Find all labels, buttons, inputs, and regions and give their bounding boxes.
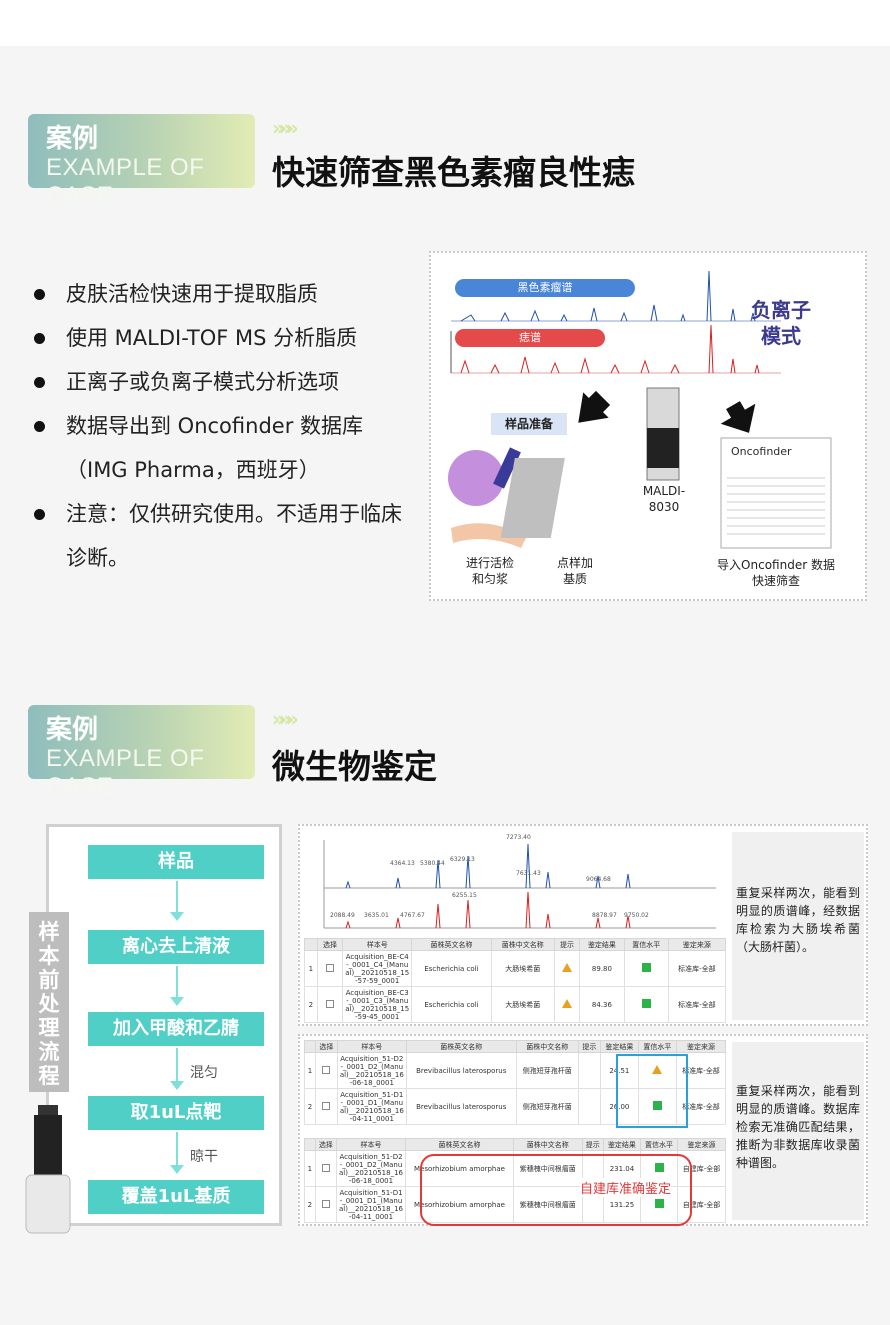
unknown-description: 重复采样两次，能看到明显的质谱峰。数据库检索无准确匹配结果，推断为非数据库收录菌… (732, 1042, 864, 1220)
table-header-row: 选择 样本号 菌株英文名称 菌株中文名称 提示 鉴定结果 置信水平 鉴定来源 (304, 1040, 727, 1053)
confidence-high-icon (654, 1163, 664, 1172)
confidence-high-icon (641, 999, 651, 1008)
confidence-high-icon (641, 963, 651, 972)
maldi-instrument-icon (25, 1105, 71, 1234)
flow-step: 加入甲酸和乙腈 (88, 1012, 264, 1046)
peak-label: 4364.13 (390, 860, 415, 867)
row-checkbox[interactable] (321, 1199, 330, 1208)
bullet-list: 皮肤活检快速用于提取脂质 使用 MALDI-TOF MS 分析脂质 正离子或负离… (34, 272, 414, 580)
row-checkbox[interactable] (322, 1101, 331, 1110)
bullet-icon (34, 377, 45, 388)
bullet-icon (34, 333, 45, 344)
table-header-row: 选择 样本号 菌株英文名称 菌株中文名称 提示 鉴定结果 置信水平 鉴定来源 (304, 1138, 726, 1151)
peak-label: 9750.02 (624, 912, 649, 919)
instrument-label: MALDI- 8030 (642, 484, 686, 514)
confidence-high-icon (654, 1199, 664, 1208)
arrow-down-icon (720, 401, 756, 433)
peak-label: 5380.44 (420, 860, 445, 867)
top-band (0, 0, 890, 46)
arrow-down-icon (170, 1048, 184, 1090)
peak-label: 7273.40 (506, 834, 531, 841)
warning-icon (652, 1065, 663, 1074)
peak-label: 2088.49 (330, 912, 355, 919)
badge-en: EXAMPLE OF CASE (46, 745, 205, 800)
bullet-icon (34, 421, 45, 432)
badge-en: EXAMPLE OF CASE (46, 154, 205, 209)
table-row[interactable]: 1 Acquisition_51-D2-_0001_D2_(Manual)__2… (304, 1052, 727, 1089)
peak-label: 8878.97 (592, 912, 617, 919)
flow-note: 晾干 (190, 1149, 218, 1165)
arrow-down-icon (170, 966, 184, 1006)
ecoli-description: 重复采样两次，能看到明显的质谱峰，经数据库检索为大肠埃希菌（大肠杆菌）。 (732, 832, 864, 1020)
bullet-icon (34, 509, 45, 520)
row-checkbox[interactable] (325, 999, 334, 1008)
bullet-icon (34, 289, 45, 300)
row-checkbox[interactable] (325, 963, 334, 972)
flow-step: 离心去上清液 (88, 930, 264, 964)
peak-label: 7631.43 (516, 870, 541, 877)
section-title-2: 微生物鉴定 (272, 747, 437, 786)
arrow-down-icon (170, 1132, 184, 1174)
case-badge-2: 案例 EXAMPLE OF CASE (28, 705, 255, 800)
negative-ion-mode-label: 负离子 模式 (751, 298, 811, 348)
melanoma-spectrum-label: 黑色素瘤谱 (455, 279, 635, 297)
ecoli-result-panel: 7273.40 6329.13 5380.44 4364.13 7631.43 … (298, 824, 868, 1026)
arrow-down-icon (170, 881, 184, 921)
case-badge-1: 案例 EXAMPLE OF CASE (28, 114, 255, 209)
chevron-arrows-icon: »»» (272, 707, 299, 731)
top-spectrum-trace (451, 270, 781, 322)
list-item: 正离子或负离子模式分析选项 (34, 360, 414, 404)
list-item: 数据导出到 Oncofinder 数据库（IMG Pharma，西班牙） (34, 404, 414, 492)
highlight-box-red (420, 1154, 692, 1226)
peak-label: 9064.68 (586, 876, 611, 883)
step-spotting-label: 点样加 基质 (556, 556, 593, 586)
list-item: 使用 MALDI-TOF MS 分析脂质 (34, 316, 414, 360)
melanoma-workflow-figure: 黑色素瘤谱 痣谱 负离子 模式 样品准备 MALDI- 8030 进行活检 和匀… (429, 251, 867, 601)
peak-label: 6329.13 (450, 856, 475, 863)
badge-cn: 案例 (46, 715, 99, 745)
highlight-box-blue (616, 1054, 688, 1128)
tissue-sample-icon (448, 450, 504, 506)
list-item: 注意：仅供研究使用。不适用于临床诊断。 (34, 492, 414, 580)
row-checkbox[interactable] (322, 1065, 331, 1074)
step-oncofinder-label: 导入Oncofinder 数据 快速筛查 (717, 558, 835, 588)
chevron-arrows-icon: »»» (272, 116, 299, 140)
flow-step: 样品 (88, 845, 264, 879)
warning-icon (562, 999, 573, 1008)
step-biopsy-label: 进行活检 和匀浆 (465, 556, 514, 586)
target-plate-icon (500, 458, 565, 538)
ecoli-spectra-graphic (323, 840, 716, 929)
peak-label: 6255.15 (452, 892, 477, 899)
table-row[interactable]: 2 Acquisition_51-D1-_0001_D1_(Manual)__2… (304, 1088, 727, 1125)
spectra-graphic (448, 270, 832, 549)
flow-note: 混匀 (190, 1065, 218, 1081)
peak-label: 3635.01 (364, 912, 389, 919)
oncofinder-logo-text: Oncofinder (731, 445, 792, 458)
badge-cn: 案例 (46, 124, 99, 154)
table-header-row: 选择 样本号 菌株英文名称 菌株中文名称 提示 鉴定结果 置信水平 鉴定来源 (304, 938, 727, 951)
results-table-2: 选择 样本号 菌株英文名称 菌株中文名称 提示 鉴定结果 置信水平 鉴定来源 1… (304, 1040, 727, 1125)
callout-label: 自建库准确鉴定 (580, 1178, 672, 1197)
table-row[interactable]: 2 Acquisition_BE-C3-_0001_C3_(Manual)__2… (304, 986, 727, 1023)
pretreatment-vertical-label: 样 本 前 处 理 流 程 (29, 912, 69, 1092)
unknown-result-panel: 选择 样本号 菌株英文名称 菌株中文名称 提示 鉴定结果 置信水平 鉴定来源 1… (298, 1034, 868, 1226)
flow-step: 覆盖1uL基质 (88, 1180, 264, 1214)
syringe-icon (493, 447, 521, 489)
oncofinder-screen-icon (720, 437, 832, 549)
oncofinder-table-rows (727, 477, 825, 535)
flow-step: 取1uL点靶 (88, 1096, 264, 1130)
bottom-spectrum-trace (450, 324, 781, 374)
table-row[interactable]: 1 Acquisition_BE-C4-_0001_C4_(Manual)__2… (304, 950, 727, 987)
list-item: 皮肤活检快速用于提取脂质 (34, 272, 414, 316)
sample-prep-label: 样品准备 (491, 413, 567, 435)
nevus-spectrum-label: 痣谱 (455, 329, 605, 347)
section-title-1: 快速筛查黑色素瘤良性痣 (272, 153, 635, 192)
warning-icon (562, 963, 573, 972)
row-checkbox[interactable] (321, 1163, 330, 1172)
results-table-1: 选择 样本号 菌株英文名称 菌株中文名称 提示 鉴定结果 置信水平 鉴定来源 1… (304, 938, 727, 1023)
arrow-up-icon (578, 390, 611, 423)
peak-label: 4767.67 (400, 912, 425, 919)
confidence-high-icon (652, 1101, 662, 1110)
